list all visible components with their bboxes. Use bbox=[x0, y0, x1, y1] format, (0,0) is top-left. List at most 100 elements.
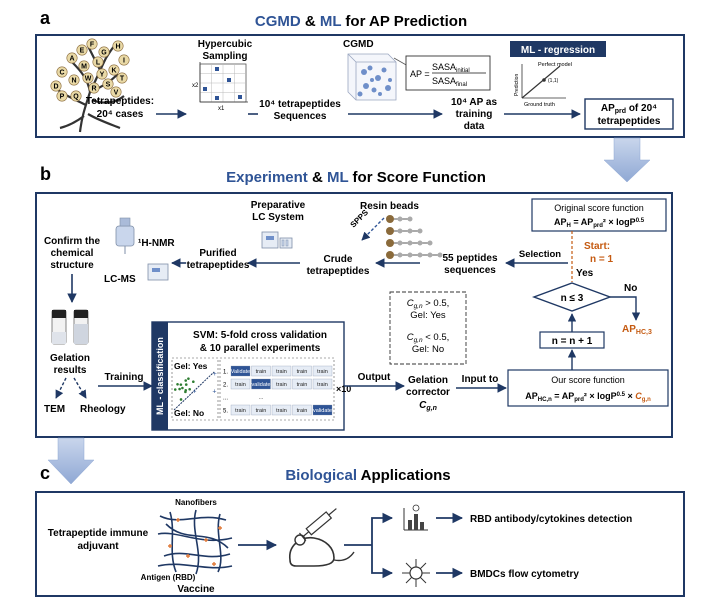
amino-acid-bubble bbox=[56, 66, 68, 78]
amino-acid-bubble bbox=[78, 60, 90, 72]
output-label: Output bbox=[358, 372, 391, 383]
panel-c-title: Biological Applications bbox=[285, 467, 450, 484]
tem-label: TEM bbox=[44, 404, 65, 415]
amino-acid-letter: H bbox=[115, 44, 120, 51]
rule2-line1: Cg,n < 0.5, bbox=[407, 332, 450, 344]
cv-cell-label: validate bbox=[252, 382, 271, 388]
svm-point-dot bbox=[184, 389, 188, 392]
ap-hc3-label: APHC,3 bbox=[622, 324, 652, 336]
vaccine-label: Vaccine bbox=[177, 584, 215, 595]
adjuvant-label-2: adjuvant bbox=[77, 541, 119, 552]
arrow-no bbox=[610, 296, 641, 321]
svm-point-dot bbox=[179, 398, 183, 401]
amino-acid-letter: W bbox=[85, 76, 92, 83]
adjuvant-label-1: Tetrapeptide immune bbox=[48, 528, 149, 539]
amino-acid-bubble bbox=[76, 44, 88, 56]
yes-label: Yes bbox=[576, 268, 594, 279]
svm-point-dot bbox=[187, 377, 190, 380]
confirm-label-1: Confirm the bbox=[44, 236, 101, 247]
confirm-label-3: structure bbox=[50, 260, 94, 271]
original-score-box bbox=[531, 198, 667, 232]
big-arrow-a-to-b bbox=[603, 137, 651, 183]
amino-acid-bubble bbox=[98, 46, 110, 58]
confirm-label-2: chemical bbox=[51, 248, 94, 259]
cv-cell-train bbox=[271, 378, 292, 390]
lcms-icon bbox=[147, 263, 169, 281]
cv-cell-label: train bbox=[276, 408, 287, 414]
crude-label-2: tetrapeptides bbox=[307, 266, 370, 277]
cgmd-label: CGMD bbox=[343, 39, 374, 50]
big-arrow-b-to-c bbox=[47, 437, 95, 485]
cv-row-index: 1. bbox=[223, 370, 228, 376]
decision-diamond bbox=[531, 282, 613, 312]
cv-cell-label: validate bbox=[313, 408, 332, 414]
increment-label: n = n + 1 bbox=[552, 336, 593, 347]
arrow-to-rheology bbox=[73, 377, 87, 399]
panel-a: a CGMD & ML for AP Prediction ACDEFGHIKL… bbox=[35, 8, 685, 138]
x1-label: x1 bbox=[218, 106, 225, 112]
amino-acid-letter: A bbox=[69, 56, 74, 63]
cv-row-index: ... bbox=[223, 396, 228, 402]
corrector-label-1: Gelation bbox=[408, 375, 448, 386]
cv-cell-train bbox=[230, 378, 251, 390]
cv-cell-train bbox=[271, 365, 292, 377]
cv-cell-validate bbox=[230, 365, 251, 377]
cv-cell-label: train bbox=[276, 369, 287, 375]
our-score-eq: APHC,n = APprd² × logP0.5 × Cg,n bbox=[525, 391, 651, 403]
nanofibers-label: Nanofibers bbox=[175, 498, 217, 507]
amino-acid-bubble bbox=[56, 90, 68, 102]
panel-a-box bbox=[35, 34, 685, 138]
cv-cell-train bbox=[292, 404, 312, 416]
ml-classification-sidebar bbox=[152, 322, 168, 430]
prep-label-2: LC System bbox=[252, 212, 304, 223]
arrow-to-tem bbox=[55, 377, 67, 399]
corrector-label-2: corrector bbox=[406, 387, 450, 398]
cv-cell-train bbox=[292, 378, 312, 390]
gel-no-label: Gel: No bbox=[174, 408, 204, 418]
cv-row-index: 2. bbox=[223, 383, 228, 389]
hypercubic-label: Hypercubic bbox=[198, 39, 253, 50]
amino-acid-bubble bbox=[118, 54, 130, 66]
training-label: Training bbox=[105, 372, 144, 383]
cv-cell-train bbox=[292, 365, 312, 377]
panel-b-box bbox=[35, 192, 673, 438]
ap-prd-box bbox=[584, 98, 674, 130]
prep-label-1: Preparative bbox=[251, 200, 306, 211]
corrector-c: Cg,n bbox=[419, 400, 437, 412]
amino-acid-bubble bbox=[68, 74, 80, 86]
ml-classification-label: ML - classification bbox=[155, 337, 165, 415]
cv-cell-label: train bbox=[235, 382, 246, 388]
panel-a-title: CGMD & ML for AP Prediction bbox=[255, 13, 467, 30]
amino-acid-letter: Y bbox=[100, 72, 105, 79]
panel-c-box bbox=[35, 491, 685, 597]
cv-cell-label: train bbox=[256, 369, 267, 375]
amino-acid-letter: P bbox=[60, 94, 65, 101]
cv-cell-label: train bbox=[276, 382, 287, 388]
regression-plot-icon: (1,1) Perfect model Prediction Ground tr… bbox=[514, 62, 572, 108]
rheology-label: Rheology bbox=[80, 404, 126, 415]
cv-cell-train bbox=[251, 404, 271, 416]
svm-point-plus: + bbox=[213, 371, 217, 378]
panel-a-letter: a bbox=[40, 8, 51, 28]
svm-point-dot bbox=[192, 380, 195, 383]
antigen-label: Antigen (RBD) bbox=[141, 573, 196, 582]
tetrapeptides-label: Tetrapeptides: bbox=[86, 96, 154, 107]
amino-acid-bubble bbox=[66, 52, 78, 64]
ml-regression-label: ML - regression bbox=[521, 45, 595, 56]
sequences-label-1: 10⁴ tetrapeptides bbox=[259, 99, 341, 110]
amino-acid-letter: Q bbox=[73, 94, 79, 101]
cv-cell-label: train bbox=[297, 369, 308, 375]
amino-acid-bubble bbox=[50, 80, 62, 92]
vials-icon bbox=[51, 309, 89, 345]
cv-cell-train bbox=[312, 365, 333, 377]
dendritic-cell-icon bbox=[402, 559, 430, 587]
increment-box bbox=[539, 331, 605, 349]
resin-beads-icon bbox=[386, 215, 443, 259]
our-score-title: Our score function bbox=[551, 375, 625, 385]
gel-yes-label: Gel: Yes bbox=[174, 361, 208, 371]
svm-point-dot bbox=[178, 387, 181, 391]
nmr-icon bbox=[115, 217, 135, 254]
svm-point-dot bbox=[188, 387, 191, 391]
amino-acid-bubble bbox=[108, 64, 120, 76]
x2-label: x2 bbox=[192, 83, 199, 89]
